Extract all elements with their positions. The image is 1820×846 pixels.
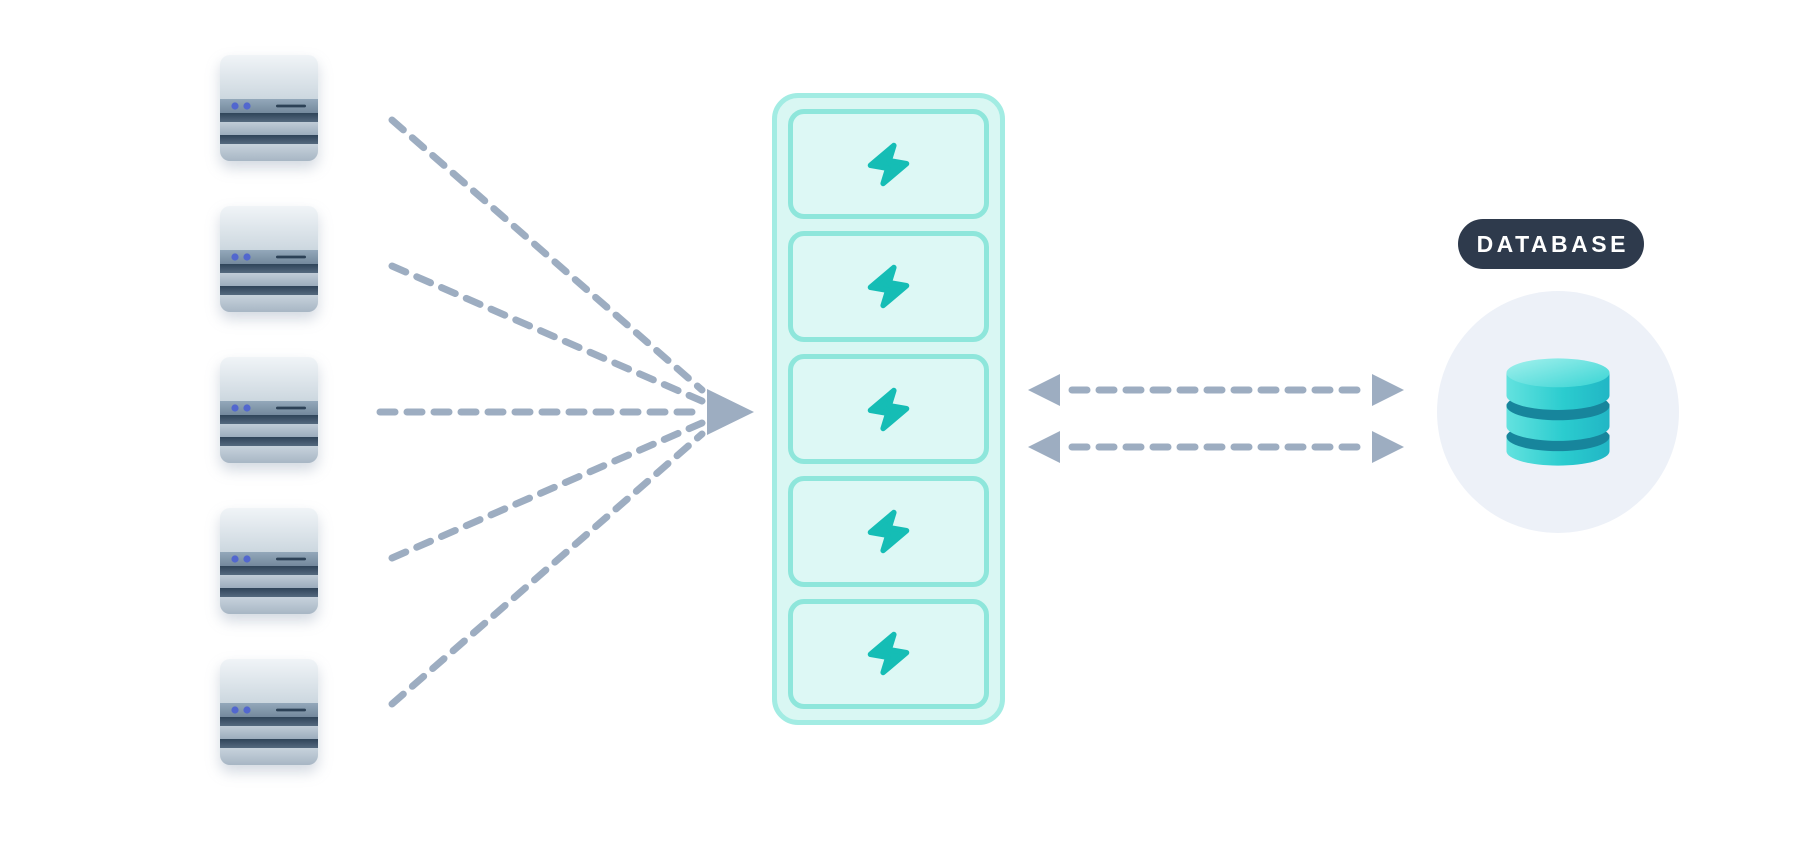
lightning-bolt-icon	[867, 264, 910, 309]
queue-cell	[788, 109, 989, 220]
arrowhead-left-icon	[1028, 431, 1060, 463]
arrowhead-right-icon	[707, 389, 754, 435]
queue-cell	[788, 598, 989, 710]
server-icon	[220, 357, 318, 463]
server-icon	[220, 55, 318, 161]
lightning-bolt-icon	[867, 632, 910, 676]
queue-cell	[788, 231, 989, 342]
server-icon	[220, 206, 318, 312]
bidirectional-arrow-bottom	[1028, 431, 1404, 463]
queue-cell	[788, 353, 989, 465]
server-icon	[220, 508, 318, 614]
queue-column	[772, 93, 1005, 725]
arrowhead-left-icon	[1028, 374, 1060, 406]
queue-cell	[788, 476, 989, 587]
lightning-bolt-icon	[867, 509, 910, 554]
lightning-bolt-icon	[867, 387, 910, 431]
lightning-bolt-icon	[867, 142, 910, 186]
dashed-connector-line	[388, 430, 706, 708]
arrowhead-right-icon	[1372, 374, 1404, 406]
database-cylinder-icon	[1506, 358, 1610, 466]
ingress-fan-lines	[376, 116, 706, 708]
server-icon	[220, 659, 318, 765]
database-circle	[1437, 291, 1679, 533]
dashed-connector-line	[388, 116, 706, 394]
dashed-connector-line	[388, 262, 706, 405]
arrowhead-right-icon	[1372, 431, 1404, 463]
database-badge: DATABASE	[1458, 219, 1644, 269]
bidirectional-arrow-top	[1028, 374, 1404, 406]
dashed-connector-line	[388, 419, 706, 562]
